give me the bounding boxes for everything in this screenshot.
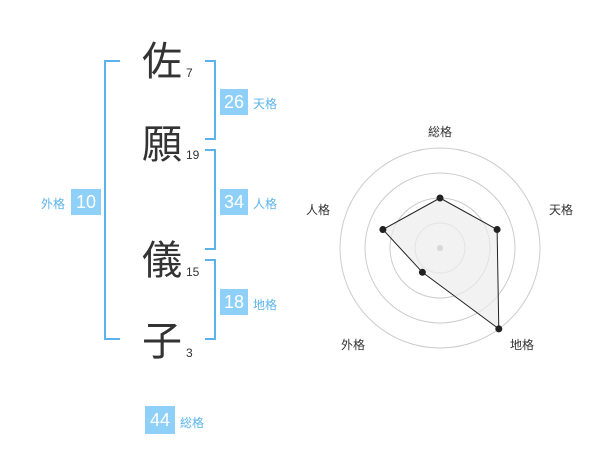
radar-label-chikaku: 地格 — [510, 338, 535, 352]
stroke-count-2: 19 — [186, 148, 200, 162]
soukaku-label: 総格 — [180, 416, 205, 430]
chikaku-bracket — [205, 259, 216, 340]
jinkaku-value: 34 — [220, 189, 248, 215]
radar-label-gaikaku: 外格 — [341, 338, 366, 352]
name-char-2: 願 — [142, 122, 182, 168]
radar-ring — [339, 147, 541, 349]
gaikaku-bracket — [104, 60, 120, 340]
gaikaku-label: 外格 — [41, 197, 66, 211]
gaikaku-value: 10 — [71, 189, 101, 215]
radar-label-jinkaku: 人格 — [306, 203, 331, 217]
jinkaku-label: 人格 — [253, 197, 278, 211]
radar-point-4 — [379, 226, 387, 233]
radar-center — [437, 245, 443, 251]
radar-label-soukaku: 総格 — [428, 125, 453, 139]
name-char-3: 儀 — [142, 238, 182, 284]
stroke-count-1: 7 — [186, 66, 193, 80]
chikaku-value: 18 — [220, 289, 248, 315]
jinkaku-bracket — [205, 149, 216, 250]
radar-point-2 — [495, 325, 503, 333]
radar-points — [379, 194, 503, 333]
name-char-1: 佐 — [142, 39, 182, 85]
soukaku-value: 44 — [145, 406, 175, 434]
tenkaku-value: 26 — [220, 89, 248, 115]
radar-ring — [364, 172, 516, 324]
radar-label-tenkaku: 天格 — [549, 203, 574, 217]
stroke-count-4: 3 — [186, 346, 193, 360]
radar-area — [382, 197, 500, 330]
radar-point-1 — [493, 226, 501, 233]
chikaku-label: 地格 — [253, 298, 278, 312]
stroke-count-3: 15 — [186, 265, 200, 279]
tenkaku-bracket — [205, 60, 216, 140]
radar-point-0 — [436, 194, 444, 202]
tenkaku-label: 天格 — [253, 97, 278, 111]
radar-point-3 — [418, 268, 426, 276]
name-char-4: 子 — [142, 319, 182, 365]
